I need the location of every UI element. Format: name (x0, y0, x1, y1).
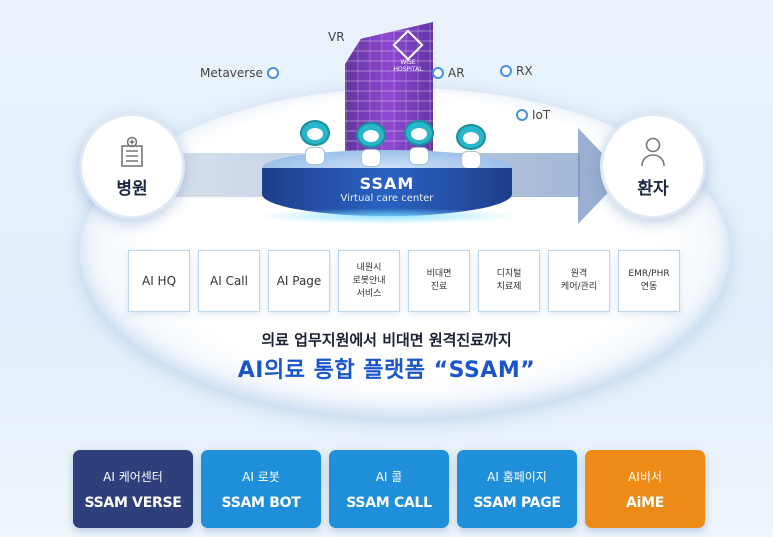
pin-metaverse: Metaverse (200, 66, 279, 80)
pin-iot: IoT (516, 108, 550, 122)
patient-node: 환자 (600, 113, 706, 219)
product-card-row: AI 케어센터 SSAM VERSE AI 로봇 SSAM BOT AI 콜 S… (73, 450, 705, 528)
pin-dot-icon (266, 67, 279, 79)
patient-label: 환자 (637, 178, 669, 199)
pin-dot-icon (500, 65, 512, 77)
service-item: AI HQ (128, 250, 190, 312)
pin-rx: RX (500, 64, 533, 78)
robot-mascot-icon (404, 120, 434, 165)
product-card-kr-label: AI비서 (628, 469, 662, 484)
pin-rx-label: RX (516, 64, 533, 78)
service-list: AI HQ AI Call AI Page 내원시 로봇안내 서비스 비대면 진… (128, 250, 680, 312)
tagline-subtitle: 의료 업무지원에서 비대면 원격진료까지 (261, 331, 512, 349)
pin-iot-label: IoT (532, 108, 551, 122)
pin-vr: VR (328, 30, 345, 44)
platform-subtitle: Virtual care center (340, 193, 434, 204)
product-card-en-label: SSAM PAGE (473, 494, 561, 511)
pin-metaverse-label: Metaverse (200, 66, 263, 80)
product-card-ssam-page[interactable]: AI 홈페이지 SSAM PAGE (457, 450, 577, 528)
pin-dot-icon (516, 109, 528, 121)
product-card-kr-label: AI 콜 (375, 469, 403, 484)
service-item: 비대면 진료 (408, 250, 470, 312)
robot-mascot-icon (456, 124, 486, 169)
product-card-ssam-bot[interactable]: AI 로봇 SSAM BOT (201, 450, 321, 528)
service-item: EMR/PHR 연동 (618, 250, 680, 312)
product-card-en-label: SSAM VERSE (84, 494, 182, 511)
product-card-kr-label: AI 케어센터 (103, 469, 163, 484)
hospital-icon (121, 136, 143, 167)
tagline-title: AI의료 통합 플랫폼 “SSAM” (237, 358, 536, 383)
service-item: 내원시 로봇안내 서비스 (338, 250, 400, 312)
platform-title: SSAM (359, 174, 415, 193)
product-card-aime[interactable]: AI비서 AiME (585, 450, 705, 528)
pin-ar: AR (432, 66, 465, 80)
product-card-en-label: AiME (626, 494, 664, 511)
platform-glow (255, 208, 519, 224)
person-icon (641, 137, 665, 166)
product-card-kr-label: AI 로봇 (242, 469, 280, 484)
product-card-en-label: SSAM BOT (221, 494, 301, 511)
service-item: 디지털 치료제 (478, 250, 540, 312)
product-card-ssam-verse[interactable]: AI 케어센터 SSAM VERSE (73, 450, 193, 528)
service-item: AI Call (198, 250, 260, 312)
wise-hospital-logo: WISE HOSPITAL (386, 29, 430, 73)
logo-line2: HOSPITAL (393, 66, 423, 73)
product-card-ssam-call[interactable]: AI 콜 SSAM CALL (329, 450, 449, 528)
pin-dot-icon (432, 67, 444, 79)
robot-mascot-icon (300, 120, 330, 165)
service-item: 원격 케어/관리 (548, 250, 610, 312)
product-card-kr-label: AI 홈페이지 (487, 469, 547, 484)
logo-mark-icon (392, 29, 424, 61)
service-item: AI Page (268, 250, 330, 312)
product-card-en-label: SSAM CALL (346, 494, 432, 511)
hospital-node: 병원 (79, 113, 185, 219)
pin-ar-label: AR (448, 66, 465, 80)
logo-line1: WISE (400, 59, 416, 66)
hospital-label: 병원 (116, 178, 148, 199)
pin-vr-label: VR (328, 30, 345, 44)
robot-mascot-icon (356, 122, 386, 167)
